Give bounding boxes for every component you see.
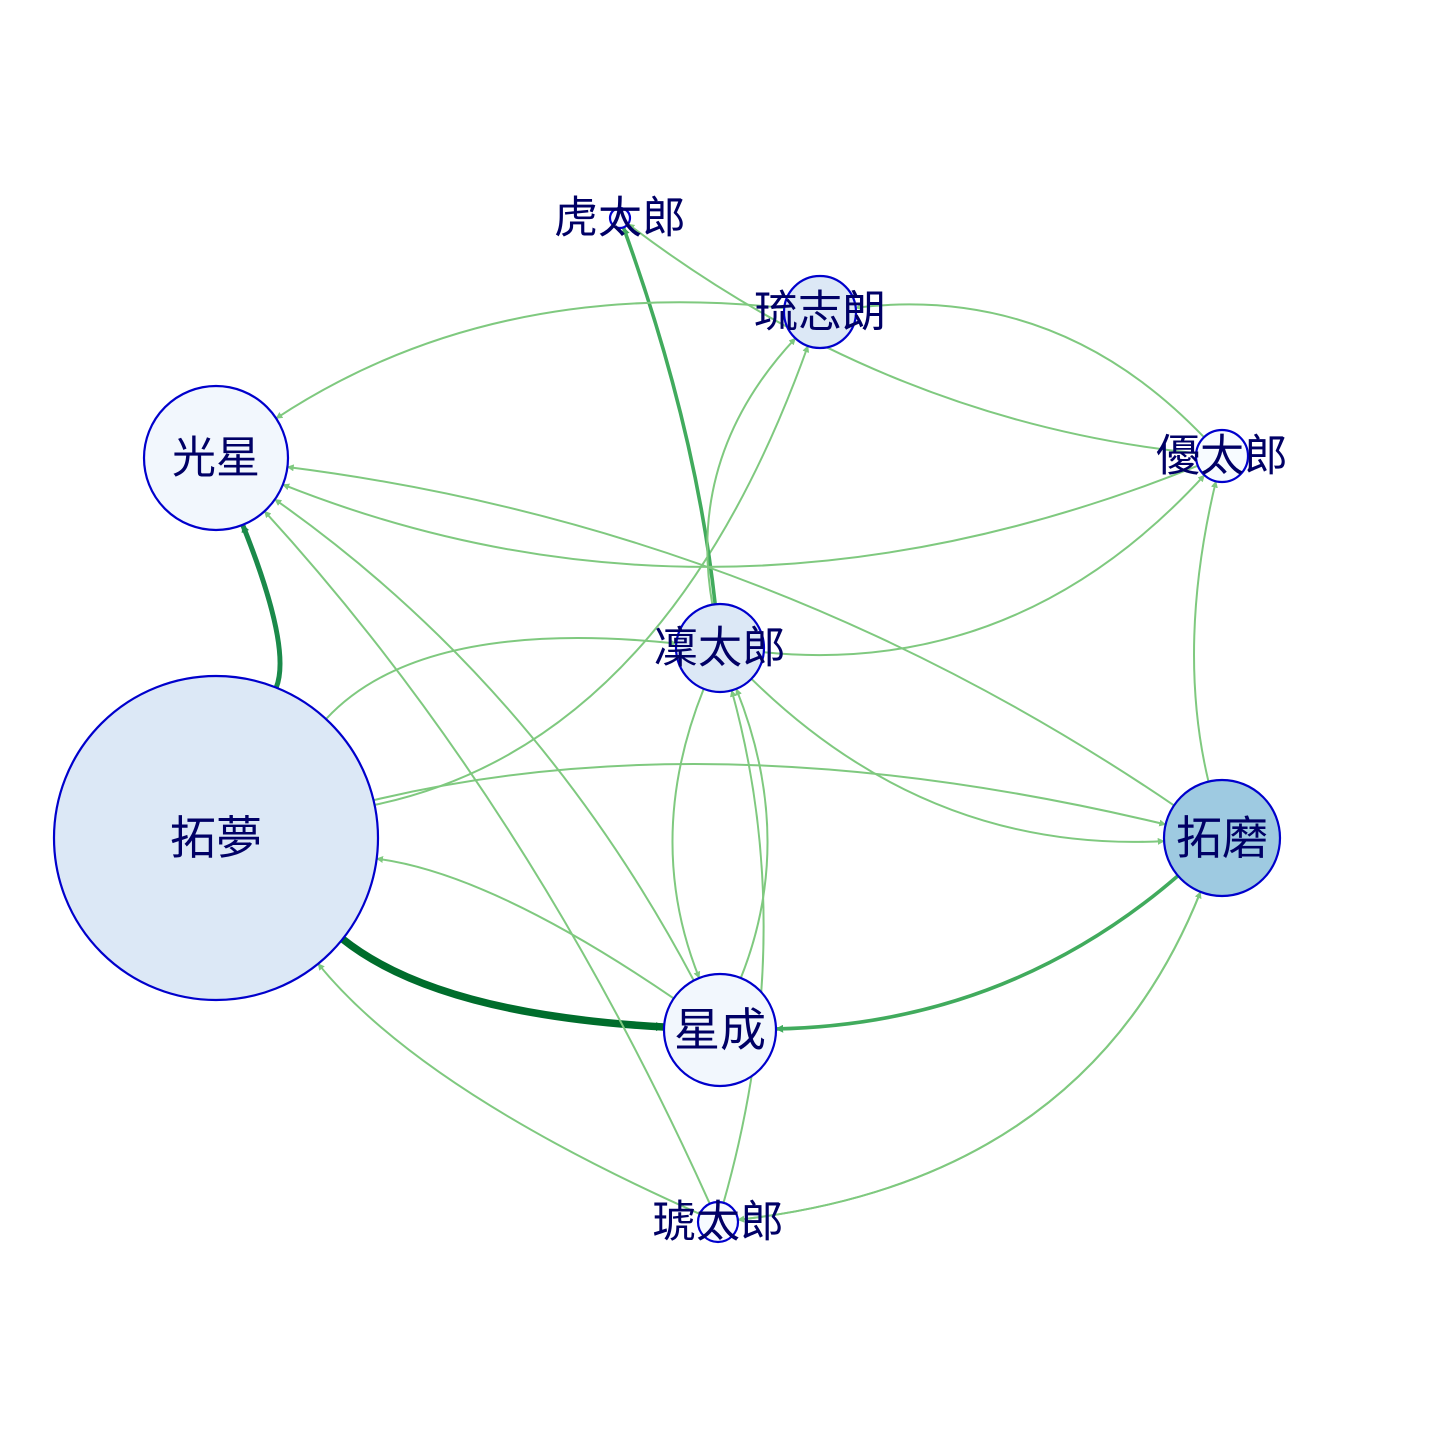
edge-kotaro_ko-to-kosei	[263, 510, 711, 1205]
edge-yutaro-to-rushiro	[855, 303, 1205, 438]
edge-takumu-to-rintaro	[325, 637, 677, 720]
edge-rushiro-to-kosei	[275, 301, 785, 420]
edge-takuma-to-seina	[775, 874, 1180, 1033]
edge-rintaro-to-kotaro_tora	[621, 226, 717, 605]
node-rintaro: 凜太郎	[654, 602, 786, 694]
node-label: 凜太郎	[654, 623, 786, 674]
edge-yutaro-to-kotaro_tora	[627, 223, 1197, 455]
edge-takumu-to-seina	[340, 936, 665, 1032]
edge-takuma-to-kotaro_ko	[737, 891, 1202, 1223]
edge-yutaro-to-kosei	[282, 464, 1199, 568]
node-kotaro_tora: 虎太郎	[554, 193, 686, 244]
edges-layer	[240, 223, 1218, 1223]
node-label: 虎太郎	[554, 193, 686, 244]
edge-seina-to-kosei	[274, 498, 695, 981]
node-circle	[1162, 778, 1282, 898]
edge-seina-to-rintaro	[735, 688, 769, 979]
node-label: 拓夢	[170, 811, 262, 865]
node-rushiro: 琉志朗	[754, 274, 886, 350]
node-label: 光星	[172, 433, 260, 484]
edge-takumu-to-kosei	[240, 523, 283, 689]
node-label: 優太郎	[1156, 431, 1288, 482]
edge-seina-to-takumu	[376, 856, 675, 1000]
node-circle	[662, 972, 778, 1088]
node-circle	[674, 602, 766, 694]
node-circle	[782, 274, 858, 350]
edge-rintaro-to-yutaro	[763, 474, 1206, 657]
node-circle	[696, 1200, 740, 1244]
edge-takumu-to-takuma	[373, 763, 1167, 827]
node-label: 星成	[674, 1003, 766, 1057]
edge-kotaro_ko-to-takumu	[317, 963, 701, 1215]
edge-rintaro-to-seina	[671, 688, 705, 979]
node-takuma: 拓磨	[1162, 778, 1282, 898]
node-circle	[142, 384, 290, 532]
edge-kotaro_ko-to-takuma	[737, 891, 1202, 1221]
edge-takuma-to-yutaro	[1193, 480, 1218, 782]
edge-takuma-to-kosei	[286, 464, 1175, 807]
node-kosei: 光星	[142, 384, 290, 532]
edge-takumu-to-rushiro	[374, 345, 810, 806]
edge-rintaro-to-takuma	[750, 678, 1165, 845]
edge-kotaro_ko-to-rintaro	[722, 689, 765, 1204]
node-kotaro_ko: 琥太郎	[652, 1197, 784, 1248]
node-circle	[608, 206, 632, 230]
node-seina: 星成	[662, 972, 778, 1088]
node-label: 琥太郎	[652, 1197, 784, 1248]
node-takumu: 拓夢	[52, 674, 380, 1002]
node-yutaro: 優太郎	[1156, 428, 1288, 484]
node-label: 拓磨	[1176, 811, 1268, 865]
node-circle	[1194, 428, 1250, 484]
node-label: 琉志朗	[754, 287, 886, 338]
node-circle	[52, 674, 380, 1002]
